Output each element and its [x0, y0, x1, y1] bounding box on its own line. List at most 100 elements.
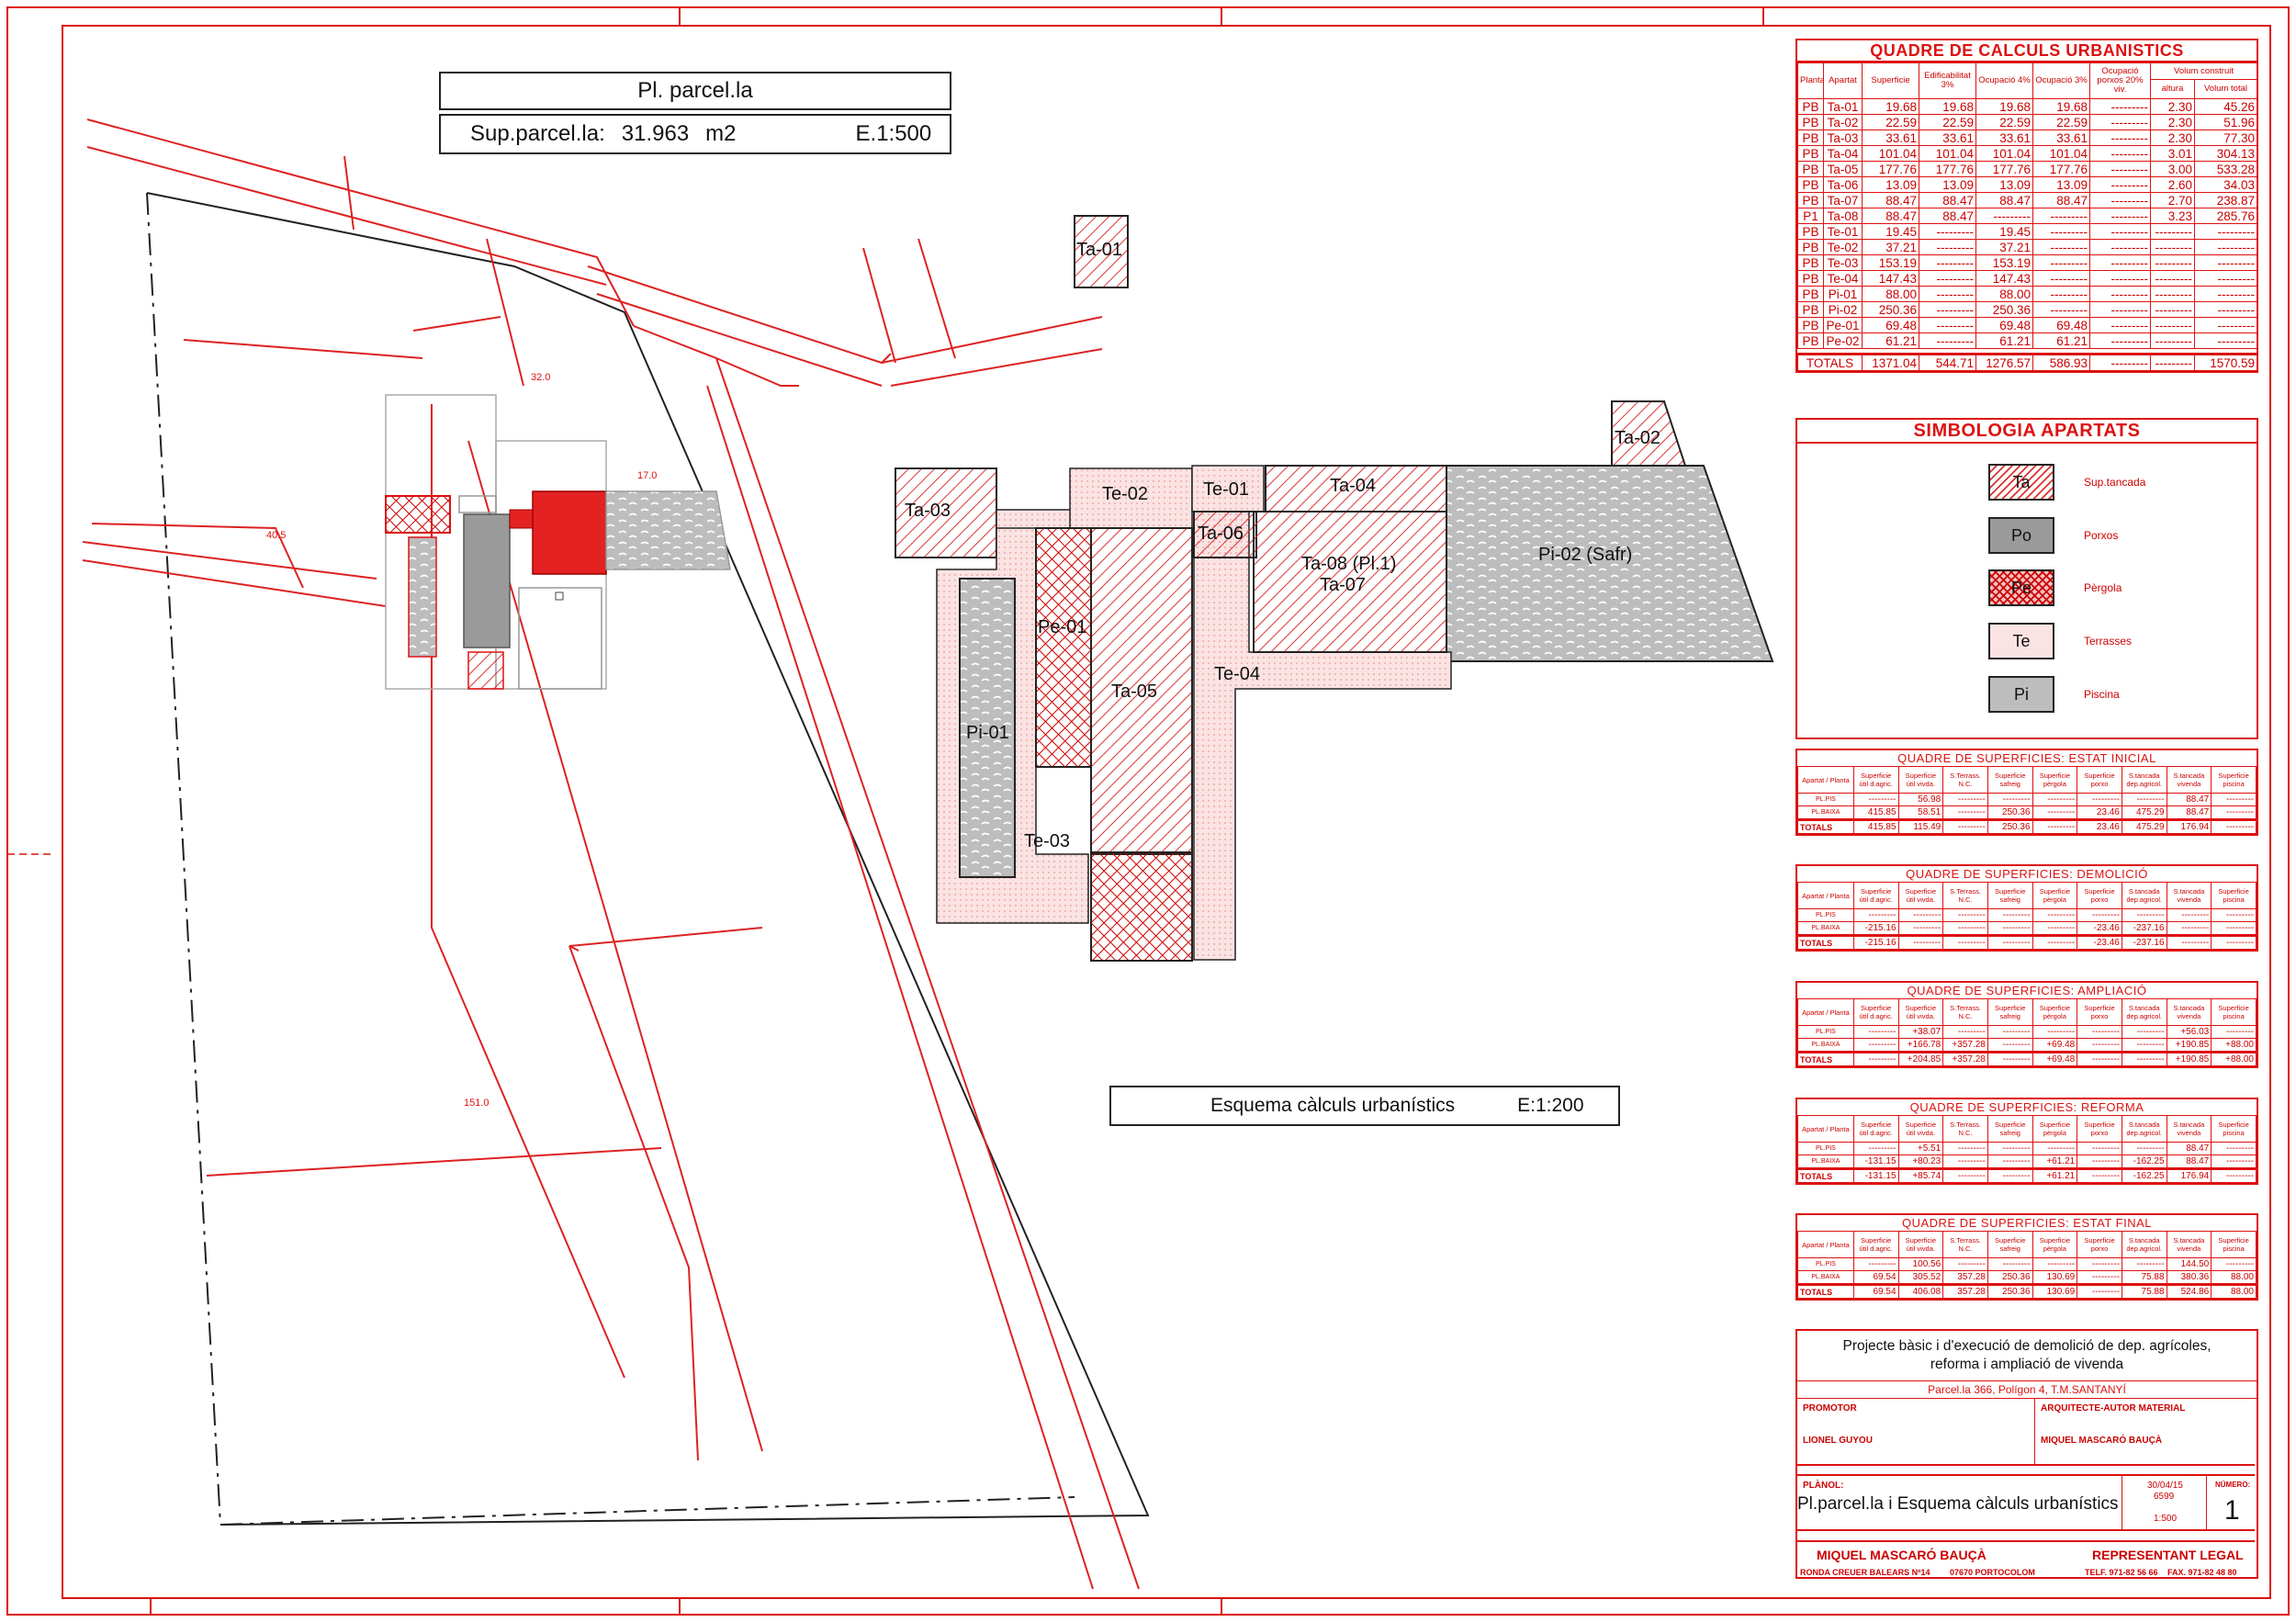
surface-header: Superficie safreig [1986, 882, 2033, 909]
calc-cell: --------- [1975, 208, 2033, 224]
surface-cell: PL.PIS [1797, 908, 1854, 922]
legend-label: Porxos [2084, 529, 2119, 542]
surface-header: S.Terrass. N.C. [1942, 882, 1988, 909]
calc-total-cell: --------- [2150, 354, 2195, 371]
calc-cell: 88.47 [1862, 208, 1919, 224]
tb-divider-h3 [1795, 1529, 2255, 1531]
surface-header: Superficie safreig [1986, 1115, 2033, 1143]
calc-cell: 101.04 [2032, 145, 2090, 162]
calc-cell: 34.03 [2193, 176, 2258, 193]
surface-cell: +88.00 [2211, 1038, 2257, 1053]
surface-row: PL.BAIXA---------+166.78+357.28---------… [1797, 1038, 2257, 1053]
calc-cell: --------- [2089, 317, 2151, 333]
surface-cell: 176.94 [2166, 1168, 2212, 1183]
calc-cell: --------- [2089, 98, 2151, 115]
surface-cell: --------- [1986, 921, 2033, 936]
tb-divider-v [2034, 1398, 2035, 1464]
calc-cell: --------- [2089, 161, 2151, 177]
surface-cell: +85.74 [1897, 1168, 1944, 1183]
surface-cell: -215.16 [1852, 921, 1899, 936]
plan-number: 1 [2224, 1495, 2240, 1526]
calc-cell: --------- [2089, 208, 2151, 224]
calc-cell: --------- [2089, 223, 2151, 240]
surface-header: S.Terrass. N.C. [1942, 998, 1988, 1026]
tb-divider-h2 [1795, 1474, 2255, 1476]
calc-cell: 33.61 [1862, 130, 1919, 146]
calc-cell: 61.21 [1975, 332, 2033, 349]
calc-cell: 285.76 [2193, 208, 2258, 224]
surface-cell: --------- [2077, 1142, 2122, 1155]
calc-cell: 33.61 [1975, 130, 2033, 146]
surface-header: Superficie útil d.agric. [1852, 1231, 1899, 1258]
calc-cell: PB [1797, 254, 1824, 271]
dim-151: 151.0 [464, 1098, 490, 1109]
calc-cell: Ta-03 [1823, 130, 1863, 146]
label-pe01: Pe-01 [1038, 617, 1087, 637]
dim-17: 17.0 [637, 470, 658, 481]
legend-label: Sup.tancada [2084, 476, 2146, 489]
calc-cell: PB [1797, 114, 1824, 130]
calc-cell: --------- [1919, 301, 1976, 318]
surface-cell: --------- [1942, 1025, 1988, 1039]
surface-cell: +357.28 [1942, 1038, 1988, 1053]
plano-label: PLÀNOL: [1803, 1481, 1844, 1491]
calc-cell: PB [1797, 301, 1824, 318]
calc-cell: Ta-07 [1823, 192, 1863, 208]
surface-header: S.tancada dep.agricol. [2121, 766, 2167, 794]
surface-cell: 524.86 [2166, 1284, 2212, 1299]
calc-cell: --------- [2032, 223, 2090, 240]
calc-cell: 304.13 [2193, 145, 2258, 162]
surface-cell: +88.00 [2211, 1052, 2257, 1066]
surface-header: Apartat / Planta [1797, 1115, 1854, 1143]
calc-total-cell: 1570.59 [2194, 354, 2257, 371]
calc-total-cell: 586.93 [2032, 354, 2090, 371]
calc-total-cell: --------- [2089, 354, 2151, 371]
label-ta08: Ta-08 (Pl.1) [1301, 554, 1397, 574]
surface-cell: --------- [1986, 1155, 2033, 1169]
calc-cell: Te-03 [1823, 254, 1863, 271]
surface-cell: -162.25 [2121, 1168, 2167, 1183]
surface-row: PL.PIS---------+38.07-------------------… [1797, 1025, 2257, 1039]
plot-area-unit: m2 [705, 121, 737, 146]
surface-cell: --------- [2077, 1284, 2122, 1299]
calc-cell: 22.59 [1919, 114, 1976, 130]
architect-label: ARQUITECTE-AUTOR MATERIAL [2041, 1403, 2186, 1414]
calc-cell: Ta-02 [1823, 114, 1863, 130]
calc-cell: --------- [2032, 208, 2090, 224]
surface-cell: -237.16 [2121, 921, 2167, 936]
surface-cell: --------- [1852, 1257, 1899, 1271]
calc-cell: 250.36 [1862, 301, 1919, 318]
calc-h-volum: Volum construit [2149, 62, 2258, 81]
surface-header: Superficie piscina [2211, 1231, 2257, 1258]
calc-cell: PB [1797, 332, 1824, 349]
surface-cell: 415.85 [1852, 819, 1899, 834]
surface-header: S.tancada dep.agricol. [2121, 1115, 2167, 1143]
surface-row: PL.BAIXA-215.16-------------------------… [1797, 921, 2257, 936]
calc-cell: --------- [2032, 286, 2090, 302]
label-te01: Te-01 [1203, 479, 1250, 500]
promotor-name: LIONEL GUYOU [1803, 1436, 1873, 1446]
calc-cell: 153.19 [1975, 254, 2033, 271]
surface-cell: PL.BAIXA [1797, 921, 1854, 936]
surface-cell: +166.78 [1897, 1038, 1944, 1053]
surface-cell: --------- [1942, 921, 1988, 936]
surface-cell: -131.15 [1852, 1168, 1899, 1183]
calc-cell: Te-01 [1823, 223, 1863, 240]
calc-cell: --------- [2032, 254, 2090, 271]
calc-cell: 3.23 [2150, 208, 2195, 224]
calc-cell: PB [1797, 192, 1824, 208]
surface-cell: +80.23 [1897, 1155, 1944, 1169]
legend-label: Pèrgola [2084, 581, 2122, 594]
calc-cell: 153.19 [1862, 254, 1919, 271]
label-te02: Te-02 [1102, 484, 1149, 504]
calc-cell: --------- [1919, 286, 1976, 302]
label-ta03: Ta-03 [905, 501, 951, 521]
calc-cell: 101.04 [1862, 145, 1919, 162]
surface-cell: --------- [1942, 1142, 1988, 1155]
